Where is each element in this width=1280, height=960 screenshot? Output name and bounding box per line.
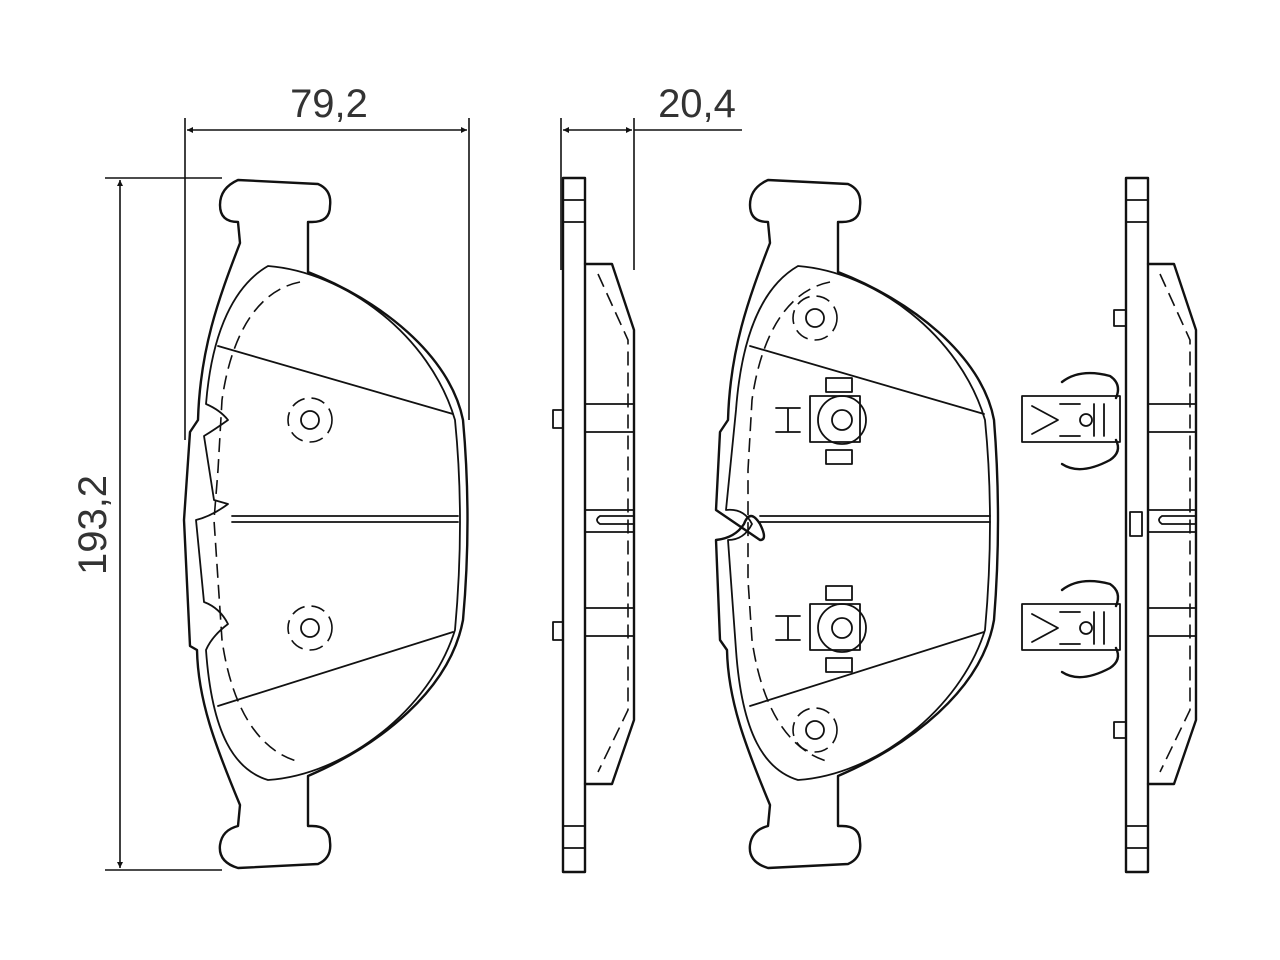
pad-rear-pin-top bbox=[792, 295, 838, 341]
pad-front-view bbox=[182, 178, 469, 870]
pad-rear-clip-upper bbox=[775, 377, 867, 465]
pad-rear-pin-bottom bbox=[792, 707, 838, 753]
pad-rear-clip-lower bbox=[775, 585, 867, 673]
side-clip-upper bbox=[1021, 371, 1121, 471]
pad-front-pin-lower bbox=[287, 605, 333, 651]
pad-rear-backplate bbox=[714, 178, 1000, 870]
dimension-width: 79,2 bbox=[184, 82, 470, 440]
pad-rear-friction-outline bbox=[725, 265, 991, 781]
pad-front-wear-line bbox=[213, 281, 301, 763]
dimension-thickness: 20,4 bbox=[560, 82, 742, 270]
side-clip-lower bbox=[1021, 579, 1121, 679]
pad-side-view-1 bbox=[552, 176, 636, 874]
dimension-thickness-label: 20,4 bbox=[658, 82, 736, 126]
pad-front-pin-upper bbox=[287, 397, 333, 443]
dimension-width-label: 79,2 bbox=[290, 82, 368, 126]
pad-side-view-2 bbox=[1021, 176, 1198, 874]
dimension-height-label: 193,2 bbox=[71, 475, 115, 575]
pad-front-backplate bbox=[182, 178, 469, 870]
pad-front-friction-outline bbox=[195, 265, 461, 781]
pad-rear-view bbox=[714, 178, 1000, 870]
dimension-height: 193,2 bbox=[71, 177, 222, 871]
